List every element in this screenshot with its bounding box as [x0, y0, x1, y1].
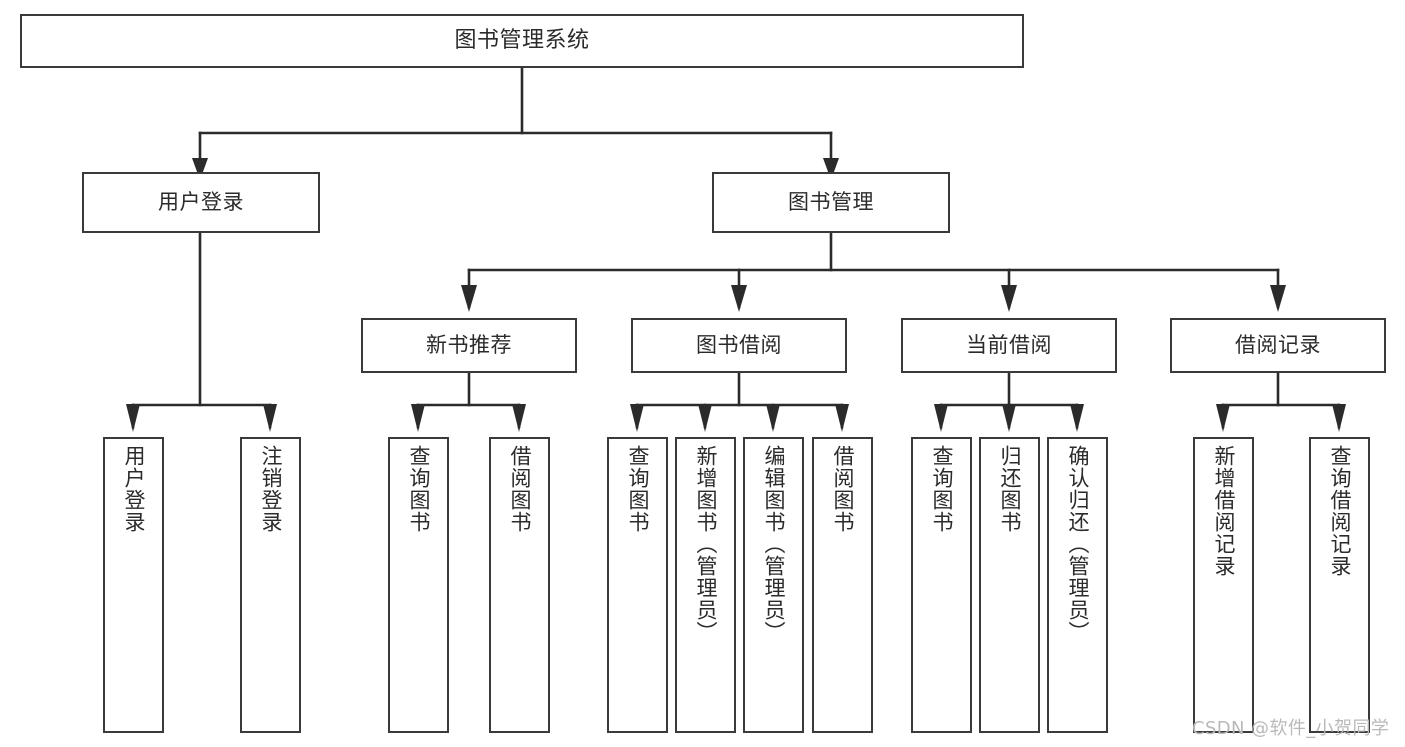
leaf-edit-book[interactable]: 编辑图书（管理员） — [743, 437, 804, 733]
leaf-query-book-current[interactable]: 查询图书 — [911, 437, 972, 733]
leaf-borrow-book[interactable]: 借阅图书 — [812, 437, 873, 733]
leaf-add-book[interactable]: 新增图书（管理员） — [675, 437, 736, 733]
leaf-user-logout[interactable]: 注销登录 — [240, 437, 301, 733]
node-root-system[interactable]: 图书管理系统 — [20, 14, 1024, 68]
node-label: 图书借阅 — [696, 333, 782, 358]
leaf-confirm-return[interactable]: 确认归还（管理员） — [1047, 437, 1108, 733]
node-label: 用户登录 — [158, 190, 244, 215]
node-label: 用户登录 — [122, 445, 146, 533]
node-book-manage[interactable]: 图书管理 — [712, 172, 950, 233]
node-label: 查询图书 — [626, 445, 650, 533]
node-label: 确认归还（管理员） — [1066, 445, 1090, 643]
node-book-borrow[interactable]: 图书借阅 — [631, 318, 847, 373]
leaf-query-borrow-record[interactable]: 查询借阅记录 — [1309, 437, 1370, 733]
node-label: 新增借阅记录 — [1212, 445, 1236, 577]
leaf-add-borrow-record[interactable]: 新增借阅记录 — [1193, 437, 1254, 733]
node-label: 新增图书（管理员） — [694, 445, 718, 643]
node-label: 图书管理 — [788, 190, 874, 215]
node-label: 新书推荐 — [426, 333, 512, 358]
node-label: 借阅记录 — [1235, 333, 1321, 358]
leaf-borrow-book-recommend[interactable]: 借阅图书 — [489, 437, 550, 733]
node-label: 借阅图书 — [508, 445, 532, 533]
node-label: 借阅图书 — [831, 445, 855, 533]
node-borrow-record[interactable]: 借阅记录 — [1170, 318, 1386, 373]
node-label: 查询借阅记录 — [1328, 445, 1352, 577]
node-label: 查询图书 — [407, 445, 431, 533]
watermark-text: CSDN @软件_小贺同学 — [1192, 718, 1390, 739]
node-label: 当前借阅 — [966, 333, 1052, 358]
node-label: 注销登录 — [259, 445, 283, 533]
node-label: 归还图书 — [998, 445, 1022, 533]
leaf-return-book[interactable]: 归还图书 — [979, 437, 1040, 733]
node-label: 编辑图书（管理员） — [762, 445, 786, 643]
node-label: 查询图书 — [930, 445, 954, 533]
node-new-book-recommend[interactable]: 新书推荐 — [361, 318, 577, 373]
node-label: 图书管理系统 — [454, 28, 590, 54]
leaf-query-book-recommend[interactable]: 查询图书 — [388, 437, 449, 733]
leaf-query-book-borrow[interactable]: 查询图书 — [607, 437, 668, 733]
node-current-borrow[interactable]: 当前借阅 — [901, 318, 1117, 373]
node-user-login[interactable]: 用户登录 — [82, 172, 320, 233]
leaf-user-login[interactable]: 用户登录 — [103, 437, 164, 733]
